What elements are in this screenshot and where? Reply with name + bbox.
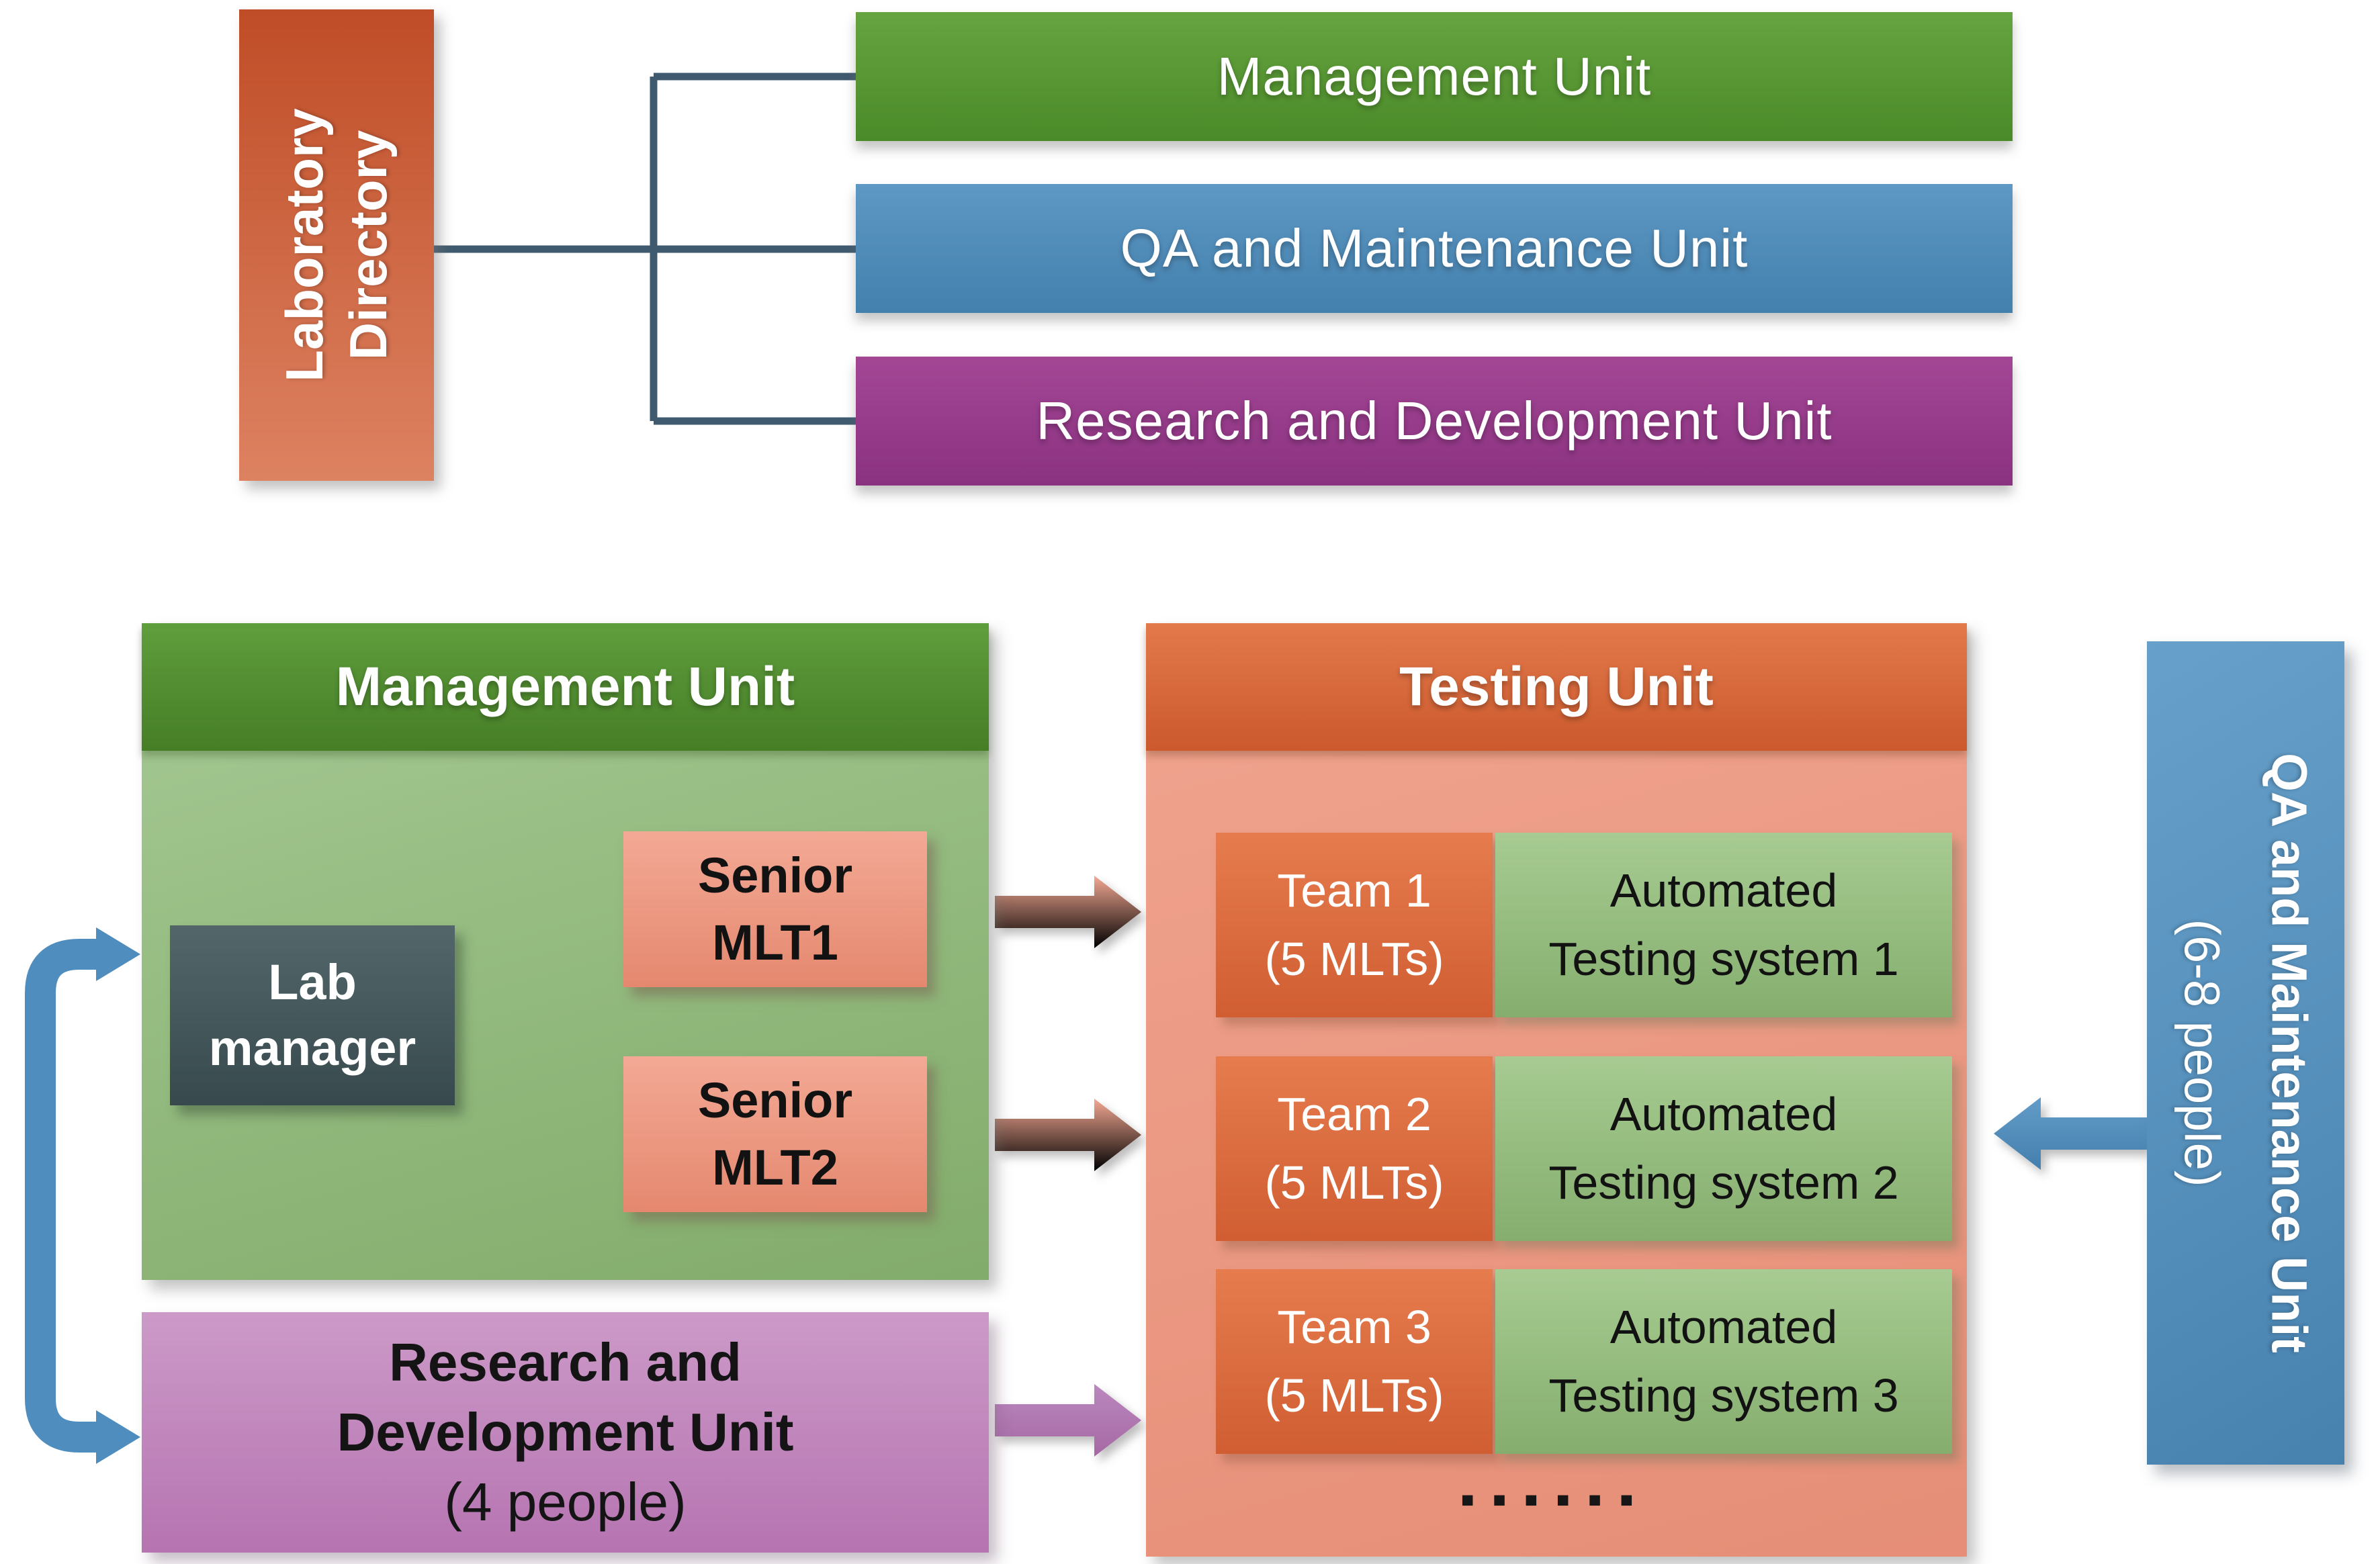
senior-mlt1-label-line2: MLT1 <box>712 915 838 970</box>
system3-label-line1: Automated <box>1610 1301 1838 1353</box>
team3-label-line1: Team 3 <box>1277 1301 1431 1353</box>
team3-label-line2: (5 MLTs) <box>1264 1369 1444 1422</box>
qa-panel-people-count: (6-8 people) <box>2174 919 2230 1187</box>
automated-testing-system1-box: Automated Testing system 1 <box>1495 833 1952 1017</box>
senior-mlt1-label-line1: Senior <box>697 847 853 904</box>
senior-mlt2-label-line2: MLT2 <box>712 1140 838 1195</box>
lab-manager-box: Lab manager <box>170 925 455 1105</box>
system3-label-line2: Testing system 3 <box>1548 1369 1899 1422</box>
management-panel-header: Management Unit <box>142 623 989 751</box>
team3-box: Team 3 (5 MLTs) <box>1216 1269 1493 1454</box>
team2-label-line2: (5 MLTs) <box>1264 1156 1444 1209</box>
automated-testing-system2-box: Automated Testing system 2 <box>1495 1056 1952 1241</box>
qa-maintenance-panel: QA and Maintenance Unit (6-8 people) <box>2147 641 2344 1465</box>
research-development-panel: Research and Development Unit (4 people) <box>142 1312 989 1553</box>
team1-label-line2: (5 MLTs) <box>1264 932 1444 985</box>
laboratory-directory-label: Laboratory Directory <box>274 108 398 382</box>
qa-maintenance-unit-bar-label: QA and Maintenance Unit <box>1120 218 1749 278</box>
bracket-arrowhead-bottom-icon <box>96 1410 140 1464</box>
system2-label-line2: Testing system 2 <box>1548 1156 1899 1209</box>
qa-maintenance-unit-bar: QA and Maintenance Unit <box>856 184 2013 313</box>
management-unit-bar: Management Unit <box>856 12 2013 141</box>
arrow-mlt2-to-team2-icon <box>995 1099 1141 1171</box>
qa-panel-label-line1: QA and Maintenance Unit <box>2261 753 2318 1353</box>
senior-mlt1-box: Senior MLT1 <box>623 831 927 987</box>
qa-maintenance-panel-label: QA and Maintenance Unit (6-8 people) <box>2159 663 2333 1442</box>
testing-panel-title: Testing Unit <box>1399 656 1714 717</box>
team2-box: Team 2 (5 MLTs) <box>1216 1056 1493 1241</box>
lab-manager-label-line2: manager <box>208 1020 416 1076</box>
laboratory-directory-box: Laboratory Directory <box>239 9 434 481</box>
team2-label-line1: Team 2 <box>1277 1088 1431 1140</box>
system1-label-line1: Automated <box>1610 864 1838 917</box>
testing-panel-ellipsis: ■■■■■■ <box>1461 1487 1652 1512</box>
directory-connector-lines <box>430 73 856 425</box>
rd-panel-label-line2: Development Unit <box>337 1402 794 1462</box>
bracket-arrowhead-top-icon <box>96 927 140 981</box>
management-unit-bar-label: Management Unit <box>1217 46 1652 106</box>
senior-mlt2-box: Senior MLT2 <box>623 1056 927 1212</box>
arrow-mlt1-to-team1-icon <box>995 876 1141 948</box>
research-development-unit-bar: Research and Development Unit <box>856 357 2013 486</box>
team1-label-line1: Team 1 <box>1277 864 1431 917</box>
rd-panel-people-count: (4 people) <box>444 1472 687 1532</box>
arrow-qa-to-testing-icon <box>1994 1097 2147 1170</box>
feedback-bracket-connector <box>25 939 101 1453</box>
management-panel-title: Management Unit <box>335 656 795 717</box>
team1-box: Team 1 (5 MLTs) <box>1216 833 1493 1017</box>
research-development-unit-bar-label: Research and Development Unit <box>1036 391 1833 451</box>
system2-label-line1: Automated <box>1610 1088 1838 1140</box>
testing-panel-header: Testing Unit <box>1146 623 1967 751</box>
senior-mlt2-label-line1: Senior <box>697 1072 853 1129</box>
rd-panel-label-line1: Research and <box>389 1332 742 1392</box>
lab-manager-label-line1: Lab <box>268 954 357 1011</box>
system1-label-line2: Testing system 1 <box>1548 932 1899 985</box>
automated-testing-system3-box: Automated Testing system 3 <box>1495 1269 1952 1454</box>
arrow-rd-to-team3-icon <box>995 1384 1141 1457</box>
